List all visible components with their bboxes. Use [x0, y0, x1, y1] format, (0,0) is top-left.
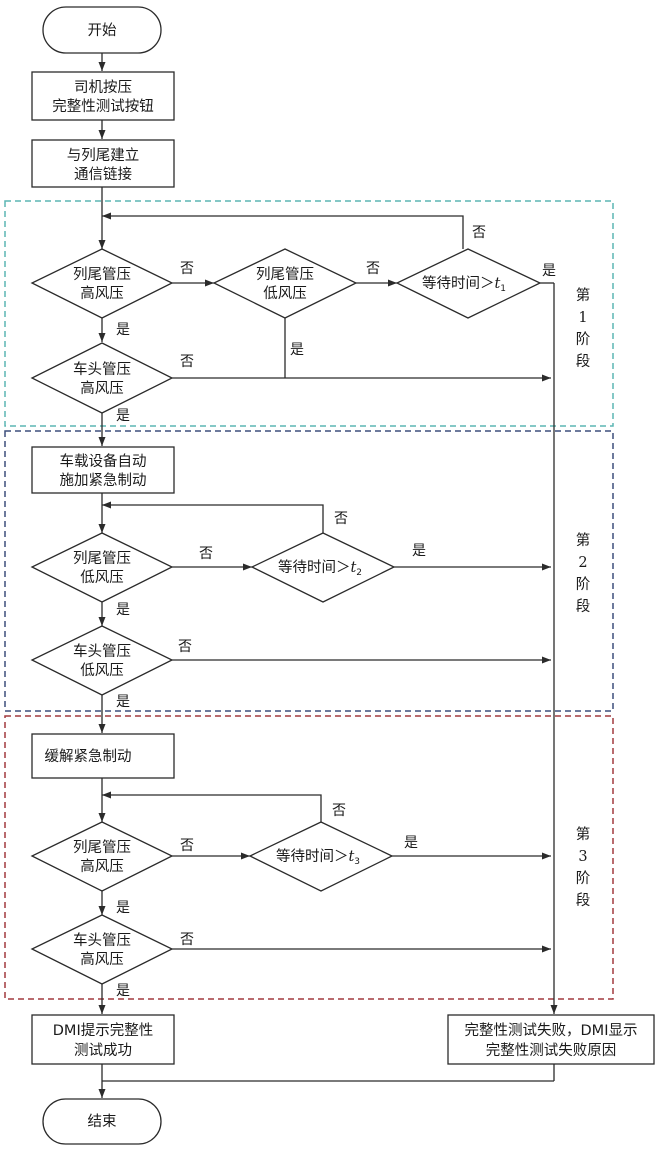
branch-label-yes: 是 — [116, 983, 130, 999]
failure-line-2: 完整性测试失败原因 — [486, 1042, 617, 1059]
stage3-tail-high-decision: 列尾管压 高风压 — [30, 821, 174, 892]
stage2-tail-low-decision: 列尾管压 低风压 — [30, 532, 174, 603]
stage3-head-high-line-2: 高风压 — [80, 951, 124, 968]
branch-label-yes: 是 — [542, 263, 556, 279]
press-button-line-1: 司机按压 — [74, 79, 132, 96]
stage3-head-high-line-1: 车头管压 — [73, 932, 131, 949]
stage-2-caption-char: 阶 — [576, 576, 591, 593]
branch-label-yes: 是 — [116, 322, 130, 338]
end-node: 结束 — [42, 1098, 162, 1145]
stage-3-caption-char: 段 — [576, 892, 591, 909]
branch-label-no: 否 — [180, 261, 194, 277]
flow-arrow — [102, 791, 322, 822]
stage2-tail-low-line-1: 列尾管压 — [73, 550, 131, 567]
success-result: DMI提示完整性 测试成功 — [31, 1014, 175, 1065]
stage1-tail-high-line-1: 列尾管压 — [73, 266, 131, 283]
failure-result: 完整性测试失败，DMI显示 完整性测试失败原因 — [447, 1014, 655, 1065]
stage1-tail-low-line-1: 列尾管压 — [256, 266, 314, 283]
success-line-1: DMI提示完整性 — [53, 1022, 153, 1039]
stage1-head-high-decision: 车头管压 高风压 — [30, 342, 174, 414]
stage-2-caption: 第 2 阶 段 — [576, 531, 591, 615]
stage-3-caption: 第 3 阶 段 — [576, 825, 591, 909]
branch-label-no: 否 — [180, 838, 194, 854]
branch-label-yes: 是 — [116, 900, 130, 916]
stage-2-frame — [4, 430, 614, 712]
connectors — [98, 53, 558, 1098]
stage2-head-low-decision: 车头管压 低风压 — [30, 625, 174, 696]
branch-label-yes: 是 — [412, 543, 426, 559]
branch-label-no: 否 — [180, 932, 194, 948]
success-line-2: 测试成功 — [74, 1042, 132, 1059]
branch-label-yes: 是 — [116, 694, 130, 710]
stage1-tail-high-line-2: 高风压 — [80, 285, 124, 302]
branch-label-no: 否 — [180, 354, 194, 370]
stage-3-caption-char: 阶 — [576, 870, 591, 887]
press-button-step: 司机按压 完整性测试按钮 — [31, 71, 175, 121]
stage2-wait-decision: 等待时间＞t2 — [250, 532, 396, 603]
press-button-line-2: 完整性测试按钮 — [52, 98, 154, 115]
stage-3-frame — [4, 715, 614, 1000]
stage-1-caption-char: 阶 — [576, 331, 591, 348]
stage-1-caption-char: 段 — [576, 353, 591, 370]
stage3-tail-high-line-1: 列尾管压 — [73, 839, 131, 856]
stage1-wait-decision: 等待时间＞t1 — [395, 248, 542, 319]
stage2-head-low-line-1: 车头管压 — [73, 643, 131, 660]
branch-label-no: 否 — [178, 639, 192, 655]
end-node-label: 结束 — [88, 1113, 117, 1130]
stage-2-caption-char: 段 — [576, 598, 591, 615]
stage-1-caption: 第 1 阶 段 — [576, 286, 591, 370]
stage3-head-high-decision: 车头管压 高风压 — [30, 914, 174, 985]
branch-label-yes: 是 — [116, 602, 130, 618]
stage-1-frame — [4, 200, 614, 427]
stage1-tail-high-decision: 列尾管压 高风压 — [30, 248, 174, 319]
stage3-wait-decision: 等待时间＞t3 — [248, 821, 394, 892]
flow-arrow — [102, 501, 324, 533]
start-node: 开始 — [42, 6, 162, 54]
branch-label-no: 否 — [334, 511, 348, 527]
stage-3-caption-char: 第 — [576, 825, 591, 843]
flow-arrow — [102, 212, 464, 249]
stage3-tail-high-line-2: 高风压 — [80, 858, 124, 875]
release-brake-step: 缓解紧急制动 — [31, 733, 175, 779]
stage-1-caption-char: 1 — [578, 310, 587, 326]
branch-label-no: 否 — [199, 546, 213, 562]
failure-line-1: 完整性测试失败，DMI显示 — [465, 1022, 638, 1039]
stage2-wait-text: 等待时间＞t2 — [278, 558, 362, 578]
branch-label-yes: 是 — [116, 408, 130, 424]
stage-2-caption-char: 2 — [578, 555, 587, 571]
auto-brake-line-2: 施加紧急制动 — [60, 472, 147, 489]
stage2-tail-low-line-2: 低风压 — [80, 569, 124, 586]
start-node-label: 开始 — [88, 22, 117, 39]
stage-2-caption-char: 第 — [576, 531, 591, 549]
auto-brake-line-1: 车载设备自动 — [60, 453, 147, 470]
branch-label-yes: 是 — [290, 342, 304, 358]
stage1-head-high-line-1: 车头管压 — [73, 361, 131, 378]
branch-label-no: 否 — [366, 261, 380, 277]
stage1-wait-text: 等待时间＞t1 — [422, 274, 506, 294]
stage3-wait-text: 等待时间＞t3 — [276, 847, 360, 867]
stage-1-caption-char: 第 — [576, 286, 591, 304]
branch-label-no: 否 — [472, 225, 486, 241]
branch-label-no: 否 — [332, 803, 346, 819]
stage1-tail-low-decision: 列尾管压 低风压 — [212, 248, 358, 319]
establish-link-step: 与列尾建立 通信链接 — [31, 139, 175, 188]
release-brake-label: 缓解紧急制动 — [45, 748, 132, 765]
stage1-tail-low-line-2: 低风压 — [263, 285, 307, 302]
branch-label-yes: 是 — [404, 835, 418, 851]
establish-link-line-2: 通信链接 — [74, 166, 132, 183]
establish-link-line-1: 与列尾建立 — [67, 147, 140, 164]
stage-3-caption-char: 3 — [578, 849, 587, 865]
stage2-head-low-line-2: 低风压 — [80, 662, 124, 679]
stage1-head-high-line-2: 高风压 — [80, 380, 124, 397]
auto-brake-step: 车载设备自动 施加紧急制动 — [31, 446, 175, 494]
branch-labels: 否 否 否 是 是 是 否 是 否 否 是 是 否 是 否 否 是 是 否 是 — [116, 225, 556, 999]
